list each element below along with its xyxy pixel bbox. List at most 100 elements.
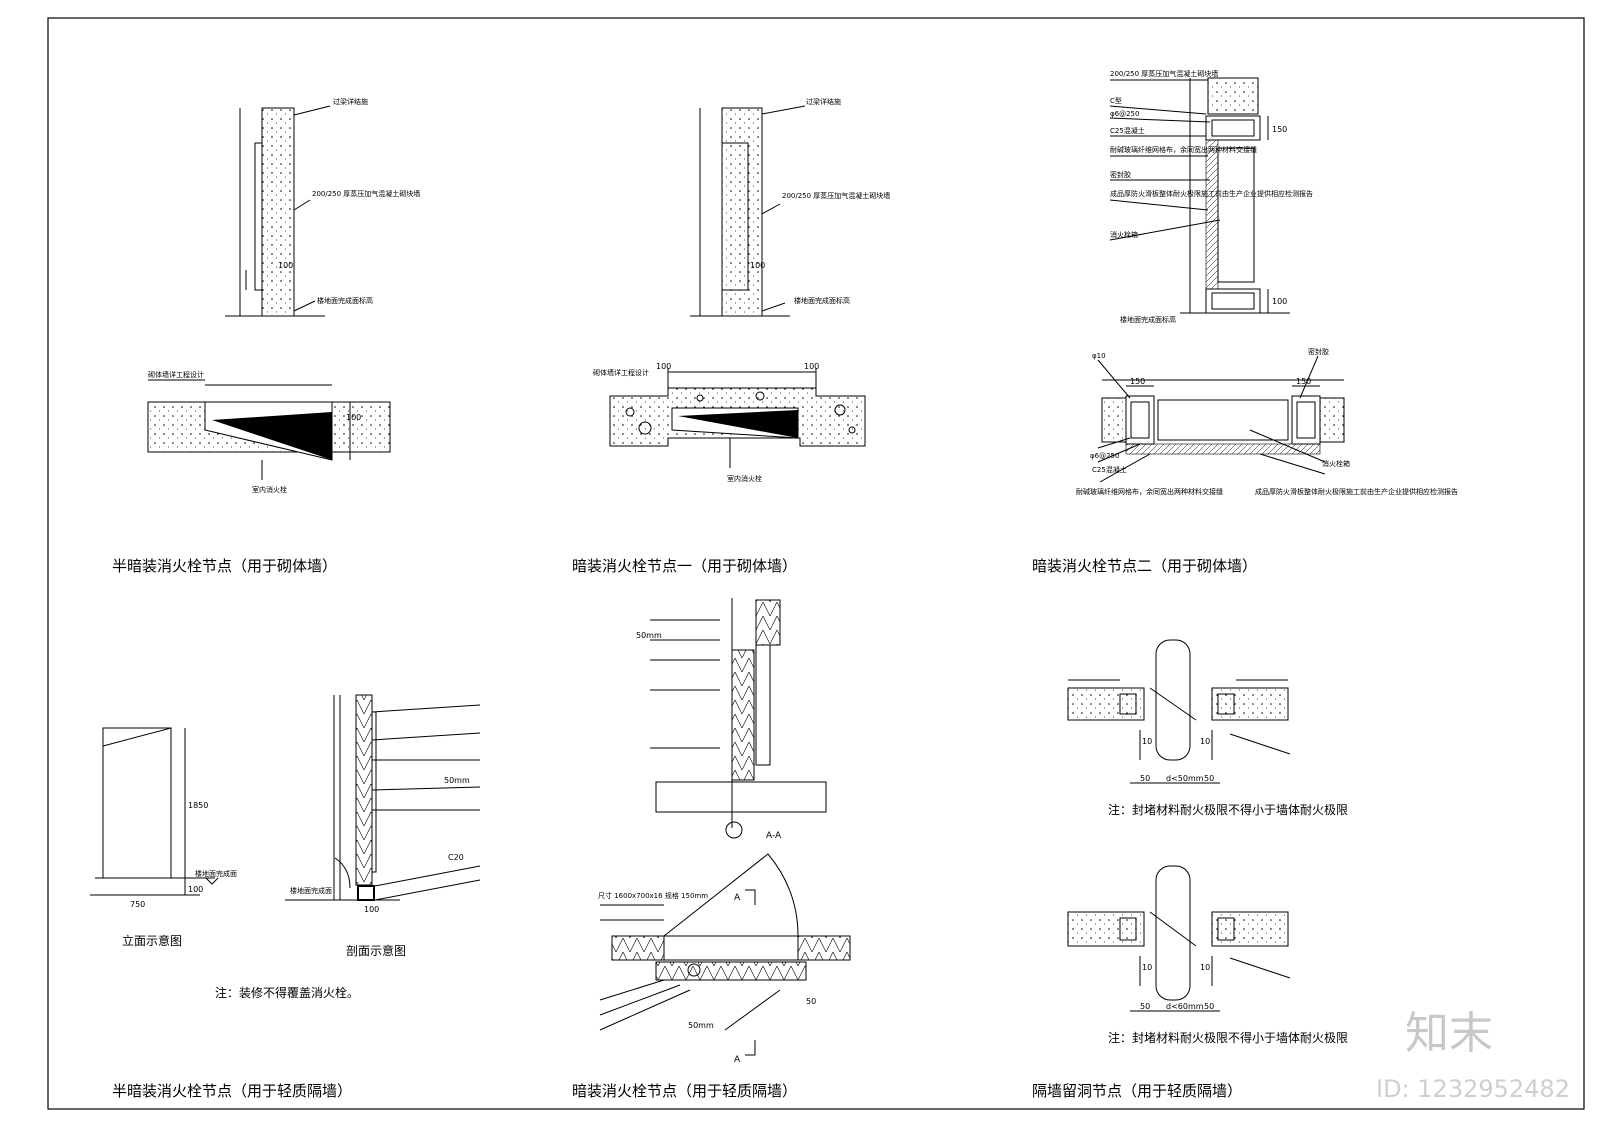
c20-label: C20 <box>448 853 464 862</box>
sheet-border <box>47 17 1585 1110</box>
wall-left <box>1067 687 1145 721</box>
detail-6: 50 d<50mm 50 10 10 注：封堵材料耐火极限不得小于墙体耐火极限 … <box>1067 639 1348 1045</box>
dim-150: 150 <box>1272 125 1287 134</box>
plan-label-1: φ6@250 <box>1090 452 1119 460</box>
block-label: 200/250 厚蒸压加气混凝土砌块墙 <box>312 189 420 198</box>
label-8: 消火栓箱 <box>1110 230 1138 239</box>
hydrant-elevation <box>102 727 172 879</box>
elevation-caption: 立面示意图 <box>122 933 182 948</box>
detail-1: 过梁详结施 200/250 厚蒸压加气混凝土砌块墙 楼地面完成面标高 100 砌… <box>147 97 420 494</box>
id-label: ID: 1232952482 <box>1376 1075 1570 1103</box>
plan-label-3: 耐碱玻璃纤维网格布，余同宽出两种材料交接缝 <box>1076 487 1223 496</box>
wall-left <box>611 935 665 961</box>
m50-label-a: 50mm <box>636 631 662 640</box>
dim-100: 100 <box>278 261 293 270</box>
dim-100: 100 <box>188 885 203 894</box>
dim-10d: 10 <box>1200 963 1210 972</box>
door-swing <box>663 853 799 937</box>
wall-plan-left <box>1101 397 1127 443</box>
label-4: C25混凝土 <box>1110 126 1145 135</box>
detail-4: 1850 100 750 楼地面完成面 立面示意图 50mm C20 100 楼… <box>90 694 481 1000</box>
block-top <box>1207 77 1259 115</box>
plan-150a: 150 <box>1130 377 1145 386</box>
dim-left: 100 <box>656 362 671 371</box>
plan-right-1: 消火栓箱 <box>1322 459 1350 468</box>
floor-label: 楼地面完成面标高 <box>794 296 850 305</box>
aa-label: A-A <box>766 831 782 841</box>
plan-label: 砌体墙详工程设计 <box>148 370 204 379</box>
size-label: 尺寸 1600x700x16 规格 150mm <box>598 891 708 900</box>
beam-label: 过梁详结施 <box>806 97 841 106</box>
dim-6: 50 <box>1204 1002 1214 1011</box>
block-label: 200/250 厚蒸压加气混凝土砌块墙 <box>782 191 890 200</box>
floor-slab <box>655 781 827 813</box>
hydrant-label: 室内消火栓 <box>252 485 287 494</box>
label-3: φ6@250 <box>1110 110 1139 118</box>
floor-label: 楼地面完成面标高 <box>1120 315 1176 324</box>
hydrant-label: 室内消火栓 <box>727 474 762 483</box>
label-1: 200/250 厚蒸压加气混凝土砌块墙 <box>1110 69 1218 78</box>
title-5: 暗装消火栓节点（用于轻质隔墙） <box>572 1082 797 1100</box>
wall-left-2 <box>1067 911 1145 947</box>
partition-lower <box>731 649 755 781</box>
wall-right-2 <box>1211 911 1289 947</box>
dim-10a: 10 <box>1142 737 1152 746</box>
back-panel <box>655 961 807 981</box>
dim-4: 50 <box>1140 1002 1150 1011</box>
hydrant-box <box>212 412 332 460</box>
dim-100: 100 <box>1272 297 1287 306</box>
dim-10c: 10 <box>1142 963 1152 972</box>
plan-150b: 150 <box>1296 377 1311 386</box>
floor-label-2: 楼地面完成面 <box>290 886 332 895</box>
detail-2: 过梁详结施 200/250 厚蒸压加气混凝土砌块墙 100 楼地面完成面标高 砌… <box>593 97 890 483</box>
hydrant-box <box>1217 147 1255 283</box>
note-2: 注：封堵材料耐火极限不得小于墙体耐火极限 <box>1108 1030 1348 1045</box>
dim-100b: 100 <box>364 905 379 914</box>
label-5: 耐碱玻璃纤维网格布，余同宽出两种材料交接缝 <box>1110 145 1257 154</box>
dim-100: 100 <box>750 261 765 270</box>
dim-1: 50 <box>1140 774 1150 783</box>
section-mark-a: A <box>734 893 741 903</box>
floor-label: 楼地面完成面 <box>195 869 237 878</box>
title-1: 半暗装消火栓节点（用于砌体墙） <box>112 557 337 575</box>
plan-label: 砌体墙详工程设计 <box>593 368 649 377</box>
hydrant-box-plan <box>663 935 799 961</box>
note: 注：装修不得覆盖消火栓。 <box>215 985 359 1000</box>
wall-section <box>261 107 295 317</box>
plan-right-2: 成品厚防火滑板整体耐火极限施工前由生产企业提供相应检测报告 <box>1255 487 1458 496</box>
plan-dia: φ10 <box>1092 352 1106 360</box>
partition-upper <box>755 599 781 646</box>
label-7: 成品厚防火滑板整体耐火极限施工前由生产企业提供相应检测报告 <box>1110 189 1313 198</box>
plan-label-2: C25混凝土 <box>1092 465 1127 474</box>
title-6: 隔墙留洞节点（用于轻质隔墙） <box>1032 1082 1242 1100</box>
concrete-base <box>357 885 375 901</box>
dim-1850: 1850 <box>188 801 208 810</box>
detail-5: 50mm A-A 尺寸 1600x700x16 规格 150mm 50mm 50… <box>598 598 851 1065</box>
note-1: 注：封堵材料耐火极限不得小于墙体耐火极限 <box>1108 802 1348 817</box>
section-caption: 剖面示意图 <box>346 943 406 958</box>
plan-dim: 100 <box>346 413 361 422</box>
wall-section <box>721 107 763 317</box>
partition-wall <box>355 694 373 886</box>
pipe <box>1155 639 1191 761</box>
wall-plan-right <box>1319 397 1345 443</box>
m50-label: 50mm <box>444 776 470 785</box>
dim-2: d<50mm <box>1166 774 1204 783</box>
pipe-2 <box>1155 865 1191 1001</box>
dim-750: 750 <box>130 900 145 909</box>
dim-10b: 10 <box>1200 737 1210 746</box>
hydrant-box-plan <box>1157 399 1289 441</box>
dim-5: d<60mm <box>1166 1002 1204 1011</box>
wall-right <box>1211 687 1289 721</box>
detail-3: 200/250 厚蒸压加气混凝土砌块墙 C型 φ6@250 C25混凝土 耐碱玻… <box>1076 69 1458 496</box>
label-2: C型 <box>1110 96 1122 105</box>
beam-label: 过梁详结施 <box>333 97 368 106</box>
plan-seal: 密封胶 <box>1308 347 1329 356</box>
dim-50: 50 <box>806 997 816 1006</box>
label-6: 密封胶 <box>1110 170 1131 179</box>
section-mark-a2: A <box>734 1055 741 1065</box>
dim-right: 100 <box>804 362 819 371</box>
title-4: 半暗装消火栓节点（用于轻质隔墙） <box>112 1082 352 1100</box>
wall-right <box>797 935 851 961</box>
